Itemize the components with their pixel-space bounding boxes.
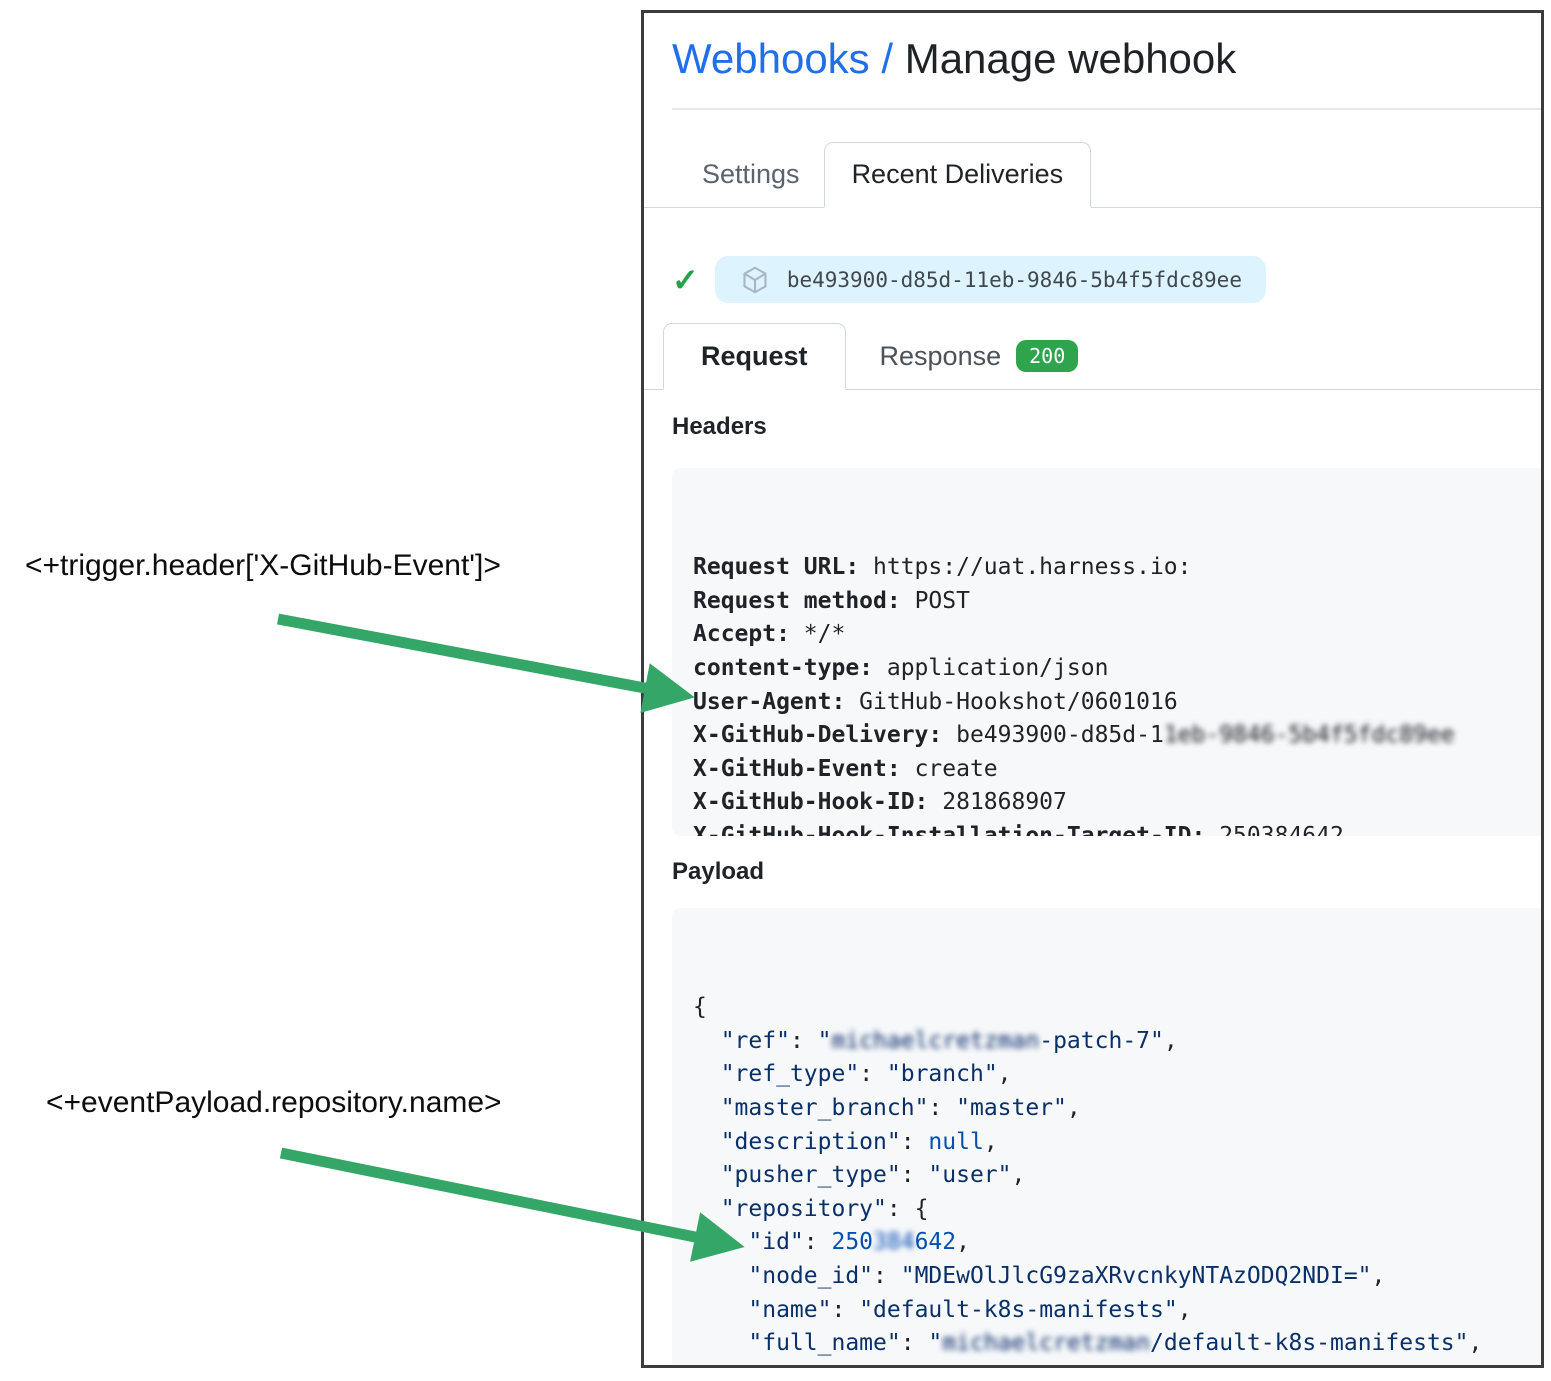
main-tabbar: Settings Recent Deliveries [644, 142, 1541, 208]
check-icon: ✓ [672, 261, 699, 298]
header-row: User-Agent: GitHub-Hookshot/0601016 [693, 688, 1178, 715]
payload-line: "ref_type": "branch", [720, 1061, 1012, 1088]
request-response-tabbar: Request Response 200 [644, 323, 1541, 390]
page-title-text: Manage webhook [904, 35, 1237, 82]
payload-line: "private": true, [693, 1361, 1541, 1365]
page-title: Webhooks / Manage webhook [672, 33, 1236, 86]
header-row: X-GitHub-Event: create [693, 755, 998, 782]
payload-codeblock: { "ref": "michaelcretzman-patch-7", "ref… [672, 908, 1541, 1365]
header-row: Request URL: https://uat.harness.io: [693, 554, 1192, 581]
headers-heading: Headers [672, 413, 767, 440]
payload-line: "pusher_type": "user", [720, 1162, 1026, 1189]
header-row: X-GitHub-Hook-Installation-Target-ID: 25… [693, 822, 1344, 836]
tab-response-label: Response [879, 340, 1002, 371]
redacted-text: 1eb-9846-5b4f5fdc89ee [1163, 722, 1455, 749]
status-badge: 200 [1016, 340, 1079, 372]
package-icon [743, 266, 767, 293]
title-divider [672, 108, 1541, 110]
delivery-item[interactable]: be493900-d85d-11eb-9846-5b4f5fdc89ee [714, 256, 1266, 303]
delivery-id: be493900-d85d-11eb-9846-5b4f5fdc89ee [786, 267, 1242, 292]
payload-line: "full_name": "michaelcretzman/default-k8… [748, 1330, 1483, 1357]
payload-line: "description": null, [720, 1128, 998, 1155]
payload-arrow [279, 1147, 745, 1262]
tab-response[interactable]: Response 200 [846, 323, 1113, 389]
payload-line: "node_id": "MDEwOlJlcG9zaXRvcnkyNTAzODQ2… [748, 1262, 1386, 1289]
webhook-screenshot-panel: Webhooks / Manage webhook Settings Recen… [641, 10, 1544, 1368]
header-row: X-GitHub-Hook-ID: 281868907 [693, 789, 1067, 816]
breadcrumb-separator: / [869, 35, 905, 82]
payload-expression-label: <+eventPayload.repository.name> [46, 1086, 502, 1119]
tab-request[interactable]: Request [663, 323, 846, 390]
trigger-arrow [276, 613, 695, 713]
webhooks-breadcrumb-link[interactable]: Webhooks [672, 35, 870, 82]
header-row: content-type: application/json [693, 654, 1109, 681]
tab-settings[interactable]: Settings [702, 159, 800, 189]
delivery-row: ✓ be493900-d85d-11eb-9846-5b4f5fdc89ee [672, 256, 1266, 303]
payload-line: "repository": { [720, 1195, 929, 1222]
payload-line: { [693, 994, 707, 1021]
headers-codeblock: Request URL: https://uat.harness.io: Requ… [672, 468, 1541, 836]
header-row: Request method: POST [693, 587, 970, 614]
payload-heading: Payload [672, 858, 765, 885]
headers-rows: Request URL: https://uat.harness.io: Requ… [693, 551, 1541, 836]
header-row: X-GitHub-Delivery: be493900-d85d-11eb-98… [693, 722, 1455, 749]
payload-line: "ref": "michaelcretzman-patch-7", [720, 1027, 1178, 1054]
payload-line: "master_branch": "master", [720, 1094, 1081, 1121]
payload-lines: { "ref": "michaelcretzman-patch-7", "ref… [693, 991, 1541, 1365]
payload-line: "name": "default-k8s-manifests", [748, 1296, 1192, 1323]
tab-recent-deliveries[interactable]: Recent Deliveries [823, 142, 1092, 208]
header-row: Accept: */* [693, 621, 846, 648]
trigger-expression-label: <+trigger.header['X-GitHub-Event']> [25, 549, 501, 582]
payload-line: "id": 250384642, [748, 1229, 970, 1256]
